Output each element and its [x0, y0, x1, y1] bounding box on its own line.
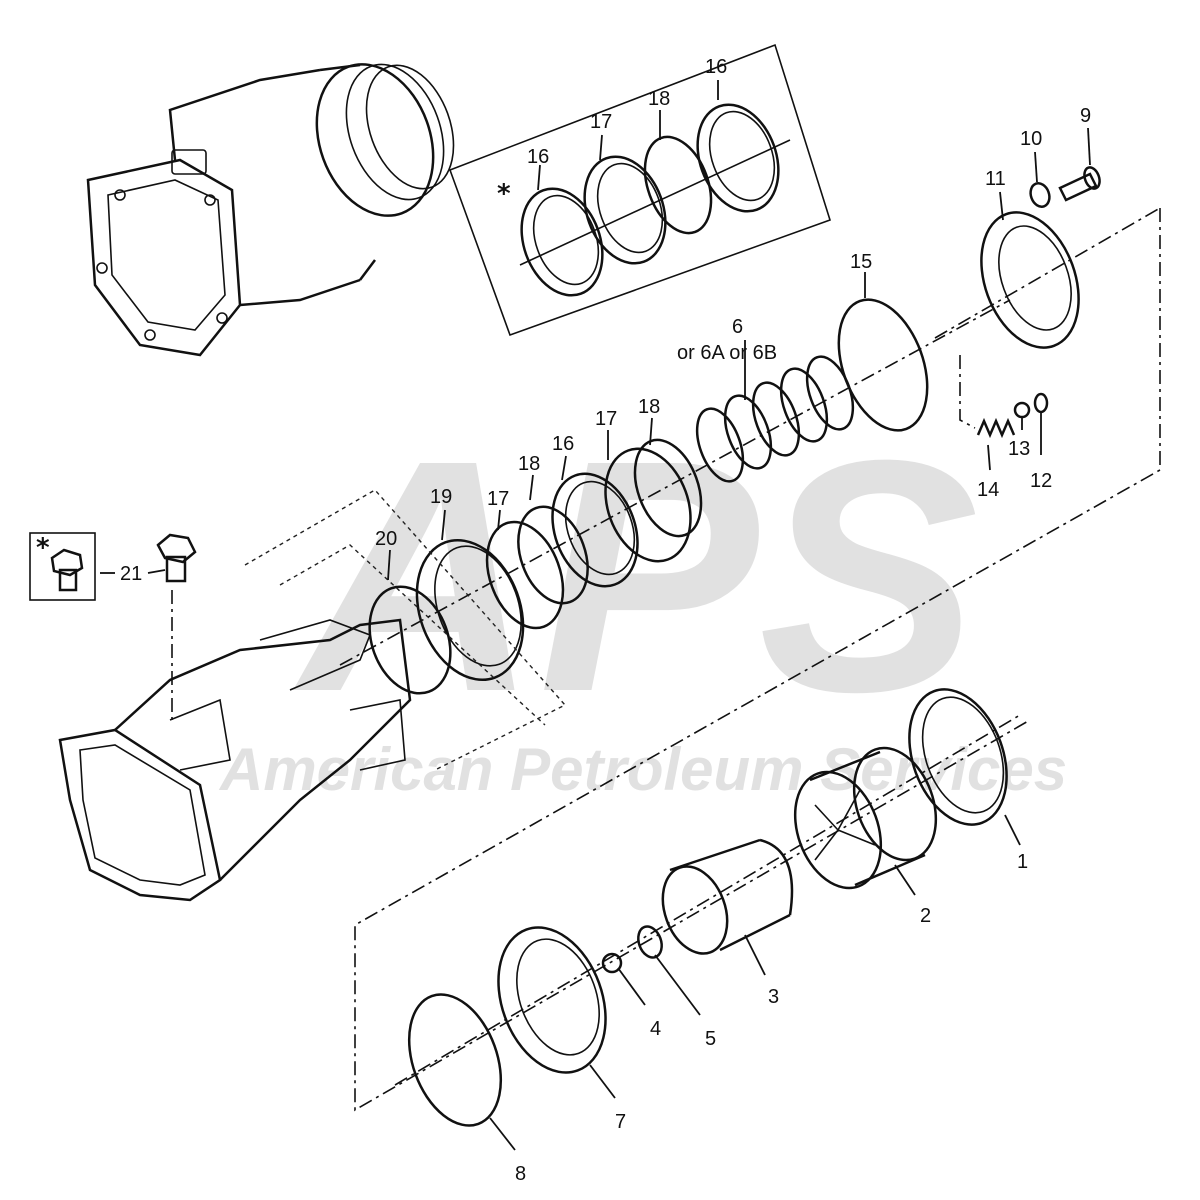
housing-assembly-top	[86, 63, 455, 357]
aps-watermark-logo: APS American Petroleum Services	[218, 391, 1067, 803]
callout-6-alternatives: or 6A or 6B	[677, 342, 777, 364]
cap-to-spring-line	[959, 355, 976, 429]
cone-item-3	[661, 838, 794, 955]
callout-12: 12	[1030, 470, 1052, 492]
callout-labels: 1 2 3 4 5 6 or 6A or 6B 7 8 9 10 11 12 1…	[120, 56, 1091, 1185]
callout-17-a: 17	[595, 408, 617, 430]
callout-2: 2	[920, 905, 931, 927]
callout-7: 7	[615, 1111, 626, 1133]
callout-6: 6	[732, 316, 743, 338]
assembly-path-lower	[354, 208, 1161, 1112]
housing-cutaway-lower	[58, 618, 412, 902]
callout-14: 14	[977, 479, 999, 501]
plate-item-7	[497, 926, 607, 1074]
dotted-outline-inner	[279, 544, 546, 726]
ring-item-1	[908, 688, 1008, 826]
nut-item-4	[601, 952, 623, 974]
central-ring-stack	[368, 438, 703, 695]
inset-star-marker: *	[497, 179, 511, 209]
callout-20: 20	[375, 528, 397, 550]
spare-rings-inset: *	[448, 43, 831, 337]
callout-19: 19	[430, 486, 452, 508]
callout-4: 4	[650, 1018, 661, 1040]
callout-1: 1	[1017, 851, 1028, 873]
callout-18-inset: 18	[648, 88, 670, 110]
callout-13: 13	[1008, 438, 1030, 460]
spring-item-6	[695, 355, 855, 483]
callout-18-b: 18	[518, 453, 540, 475]
watermark-logo-text: APS	[290, 391, 980, 760]
callout-16: 16	[552, 433, 574, 455]
assembly-axis-upper	[934, 207, 1161, 339]
callout-3: 3	[768, 986, 779, 1008]
callout-17-b: 17	[487, 488, 509, 510]
assembly-axis-main	[339, 299, 1011, 666]
bolt-box-star-marker: *	[36, 533, 50, 563]
callout-17-inset: 17	[590, 111, 612, 133]
callout-16-inset-a: 16	[527, 146, 549, 168]
callout-11: 11	[985, 168, 1006, 190]
bolt-item-9	[1058, 166, 1101, 202]
callout-5: 5	[705, 1028, 716, 1050]
callout-8: 8	[515, 1163, 526, 1185]
leader-lines	[100, 80, 1091, 1151]
callout-9: 9	[1080, 105, 1091, 127]
oring-item-8	[407, 993, 503, 1127]
watermark-company-text: American Petroleum Services	[218, 736, 1067, 803]
assembly-axis-lower	[394, 714, 1021, 1086]
washer-item-10	[1029, 182, 1051, 208]
optional-bolt-box: *	[29, 532, 96, 601]
callout-21: 21	[120, 563, 142, 585]
washer-item-5	[637, 925, 663, 959]
ball-item-13	[1013, 401, 1031, 419]
oring-item-15	[837, 298, 929, 432]
callout-10: 10	[1020, 128, 1042, 150]
callout-16-inset-b: 16	[705, 56, 727, 78]
dotted-outline-front	[244, 489, 567, 771]
callout-18-a: 18	[638, 396, 660, 418]
bolt-item-21	[156, 533, 197, 583]
cap-item-11	[980, 211, 1080, 349]
spring-item-14	[976, 417, 1016, 439]
oring-item-12	[1033, 392, 1049, 414]
callout-15: 15	[850, 251, 872, 273]
cage-item-2	[793, 746, 938, 890]
